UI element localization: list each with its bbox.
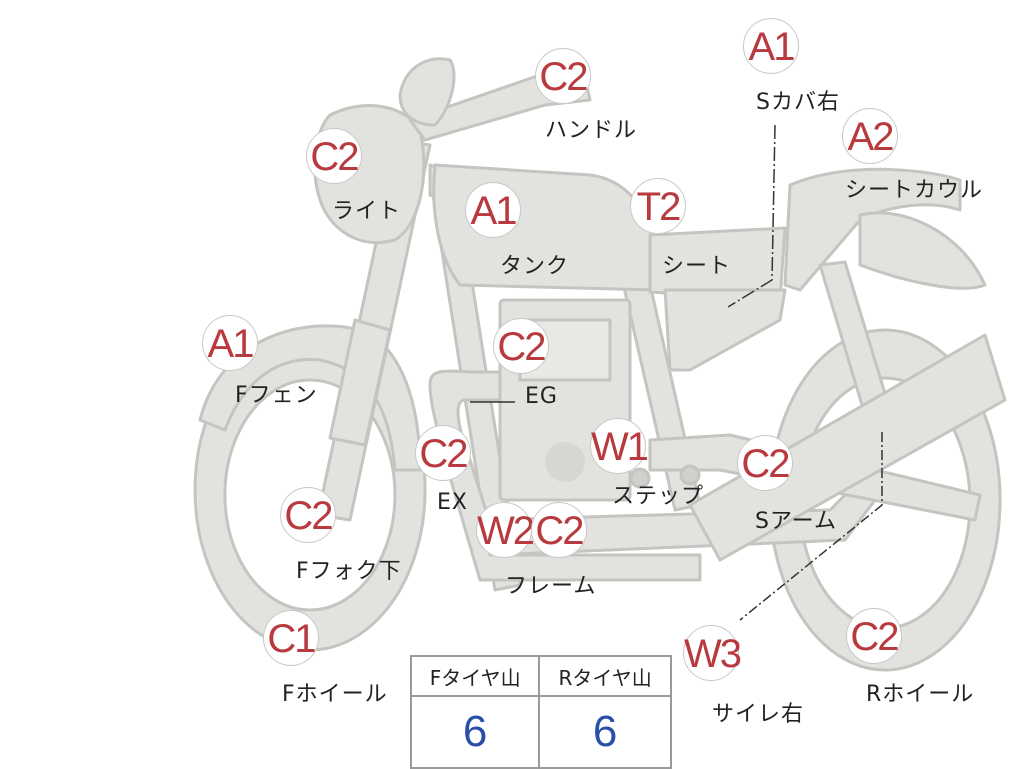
part-label-rear-wheel: Rホイール bbox=[866, 682, 975, 707]
part-code-tank: A1 bbox=[465, 182, 521, 238]
front-tread-value: 6 bbox=[409, 695, 541, 769]
part-code-w2: W2 bbox=[476, 502, 535, 558]
part-code-seat: T2 bbox=[630, 178, 686, 234]
part-code-fork-lower: C2 bbox=[280, 487, 336, 543]
exhaust-pipe bbox=[428, 369, 702, 582]
part-label-side-cover-right: Sカバ右 bbox=[756, 90, 840, 115]
part-code-exhaust: C2 bbox=[415, 425, 471, 481]
part-code-frame: C2 bbox=[531, 502, 587, 558]
part-label-tank: タンク bbox=[500, 254, 570, 279]
part-label-silencer-right: サイレ右 bbox=[712, 702, 805, 727]
footpeg-knob-2 bbox=[629, 467, 651, 489]
part-label-seat-cowl: シートカウル bbox=[845, 178, 984, 203]
part-code-step: W1 bbox=[590, 418, 649, 474]
part-code-swing-arm: C2 bbox=[737, 435, 793, 491]
part-code-handlebar: C2 bbox=[535, 48, 591, 104]
part-label-headlight: ライト bbox=[332, 199, 402, 224]
part-code-seat-cowl: A2 bbox=[842, 108, 898, 164]
part-code-silencer-right: W3 bbox=[683, 625, 742, 681]
fork-cover bbox=[328, 318, 392, 447]
footpeg-knob-1 bbox=[679, 464, 701, 486]
part-label-exhaust: EX bbox=[437, 490, 468, 515]
leader-silencer bbox=[739, 432, 883, 621]
side-cover bbox=[663, 288, 787, 372]
engine-case bbox=[545, 442, 585, 482]
part-label-front-fender: Fフェン bbox=[235, 383, 318, 408]
part-code-front-fender: A1 bbox=[202, 315, 258, 371]
part-label-handlebar: ハンドル bbox=[545, 118, 638, 143]
part-label-fork-lower: Fフォク下 bbox=[296, 559, 402, 584]
part-label-step: ステップ bbox=[612, 484, 705, 509]
tread-depth-table: Fタイヤ山 Rタイヤ山 6 6 bbox=[409, 655, 672, 769]
part-code-headlight: C2 bbox=[306, 128, 362, 184]
part-label-frame: フレーム bbox=[505, 574, 597, 599]
rear-tread-header: Rタイヤ山 bbox=[538, 655, 672, 697]
part-label-front-wheel: Fホイール bbox=[282, 682, 388, 707]
part-code-side-cover-right: A1 bbox=[743, 18, 799, 74]
mirror bbox=[398, 57, 456, 127]
part-code-rear-wheel: C2 bbox=[846, 608, 902, 664]
rear-tread-value: 6 bbox=[538, 695, 672, 769]
leader-side-cover bbox=[727, 124, 776, 308]
tail bbox=[858, 211, 987, 290]
silencer bbox=[688, 333, 1007, 562]
front-tread-header: Fタイヤ山 bbox=[409, 655, 541, 697]
part-label-swing-arm: Sアーム bbox=[755, 509, 837, 534]
part-code-front-wheel: C1 bbox=[263, 610, 319, 666]
part-label-engine: EG bbox=[525, 384, 558, 409]
part-code-engine: C2 bbox=[493, 318, 549, 374]
part-label-seat: シート bbox=[662, 254, 732, 279]
